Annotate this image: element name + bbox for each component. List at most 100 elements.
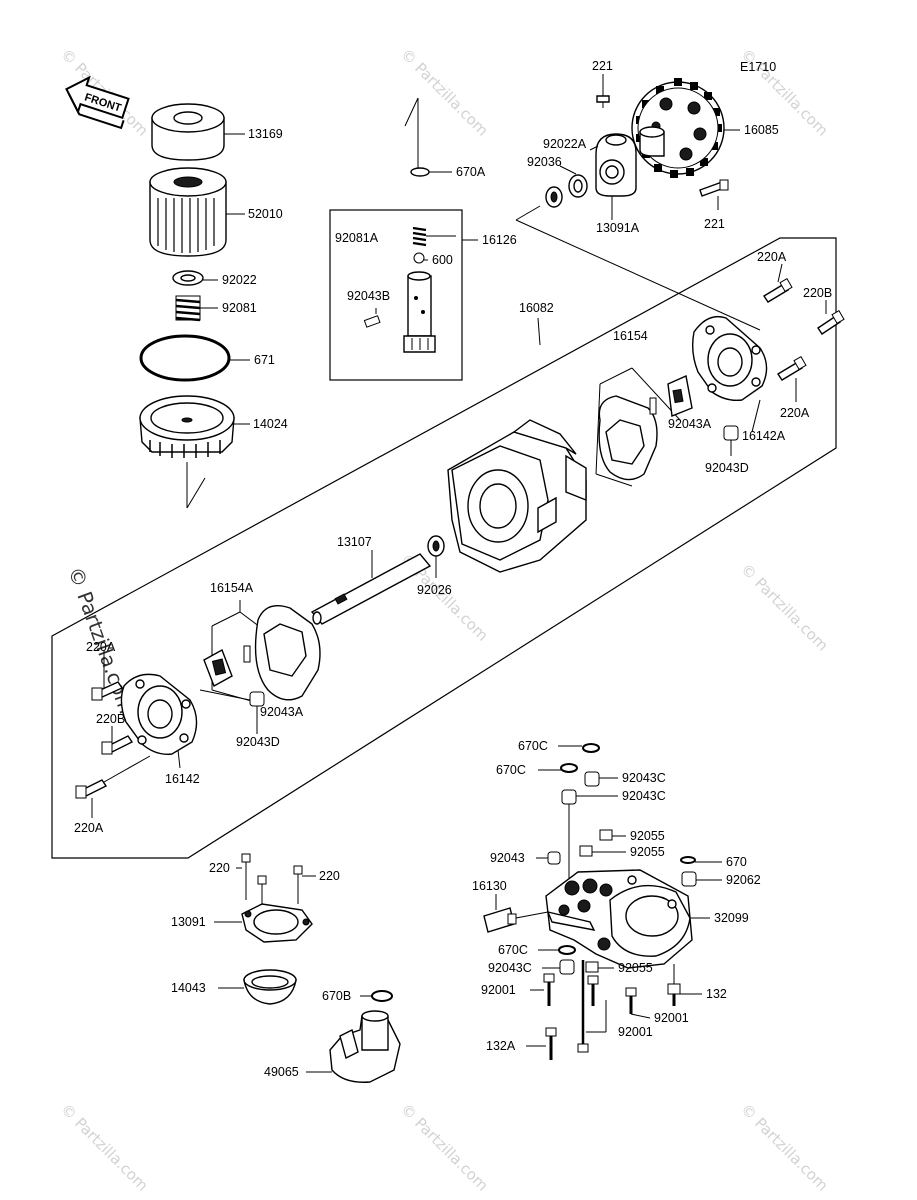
- pipe-49065: [306, 1010, 401, 1083]
- label-92043D-right: 92043D: [705, 461, 749, 475]
- plug-92062: [681, 871, 722, 887]
- label-220A-right-top: 220A: [757, 250, 787, 264]
- diagram-code: E1710: [740, 60, 776, 74]
- bolt-92001-middle: [587, 975, 651, 1019]
- pump-shaft-13107: [310, 550, 432, 625]
- label-13091: 13091: [171, 915, 206, 929]
- o-ring-670C-second: [538, 763, 578, 773]
- label-49065: 49065: [264, 1065, 299, 1079]
- label-92001-3: 92001: [618, 1025, 653, 1039]
- valve-housing-32099: [545, 869, 710, 969]
- gear-plate-13091A: [515, 133, 761, 331]
- o-ring-670C-bottom: [538, 945, 576, 955]
- label-132: 132: [706, 987, 727, 1001]
- label-14024: 14024: [253, 417, 288, 431]
- pump-cover-16142: [120, 673, 198, 769]
- rotor-set-16154: [595, 367, 693, 487]
- watermark-2: © Partzilla.com: [397, 45, 492, 140]
- bolt-92001-long: [577, 960, 607, 1053]
- washer-92026: [427, 535, 445, 578]
- label-16142A: 16142A: [742, 429, 786, 443]
- bolt-132: [667, 964, 702, 1006]
- filter-cover-14024: [139, 395, 250, 509]
- label-92043A-right: 92043A: [668, 417, 712, 431]
- label-220A-left-bottom: 220A: [74, 821, 104, 835]
- label-92022A: 92022A: [543, 137, 587, 151]
- o-ring-670C-top: [558, 743, 600, 753]
- label-670A: 670A: [456, 165, 486, 179]
- label-16154: 16154: [613, 329, 648, 343]
- bolt-220B-left: [101, 726, 134, 755]
- label-221-top: 221: [592, 59, 613, 73]
- dowel-92043C-lower: [561, 789, 618, 890]
- label-220-left: 220: [209, 861, 230, 875]
- label-16142: 16142: [165, 772, 200, 786]
- label-132A: 132A: [486, 1039, 516, 1053]
- bolt-220A-right-top: [763, 263, 793, 303]
- label-92081A: 92081A: [335, 231, 379, 245]
- bolt-220B-right: [817, 300, 845, 335]
- label-92043C-2: 92043C: [622, 789, 666, 803]
- label-13091A: 13091A: [596, 221, 640, 235]
- plug-92055-upper: [599, 829, 626, 841]
- spring-92081: [175, 295, 218, 322]
- strainer-bolts-220: [236, 853, 316, 904]
- bolt-220A-left-top: [91, 650, 124, 701]
- label-92026: 92026: [417, 583, 452, 597]
- valve-16130: [483, 894, 549, 933]
- label-92001-2: 92001: [654, 1011, 689, 1025]
- bolt-221-lower: [699, 179, 729, 210]
- label-92055-2: 92055: [630, 845, 665, 859]
- plug-92055-bottom: [585, 961, 614, 973]
- oil-filter-element-52010: [149, 167, 245, 257]
- label-220B-right: 220B: [803, 286, 832, 300]
- label-92081: 92081: [222, 301, 257, 315]
- label-92036: 92036: [527, 155, 562, 169]
- label-92043C-1: 92043C: [622, 771, 666, 785]
- plug-92043: [536, 851, 561, 865]
- label-670C-3: 670C: [498, 943, 528, 957]
- label-16130: 16130: [472, 879, 507, 893]
- label-92043D-left: 92043D: [236, 735, 280, 749]
- label-220-right: 220: [319, 869, 340, 883]
- watermark-5: © Partzilla.com: [737, 560, 832, 655]
- pump-assy-frame-16082: [51, 237, 837, 859]
- dowel-92043C-bottom: [542, 959, 575, 975]
- label-220A-right-bottom: 220A: [780, 406, 810, 420]
- strainer-plate-13091: [214, 903, 313, 943]
- label-52010: 52010: [248, 207, 283, 221]
- watermark-8: © Partzilla.com: [737, 1100, 832, 1195]
- label-13169: 13169: [248, 127, 283, 141]
- rotor-set-16154A: [203, 600, 321, 705]
- label-92055-1: 92055: [630, 829, 665, 843]
- label-670B: 670B: [322, 989, 351, 1003]
- oil-filter-cap-13169: [151, 103, 245, 161]
- relief-valve-group-16126: [329, 97, 478, 381]
- pump-body: [447, 419, 587, 573]
- dowel-92043D-left: [199, 689, 265, 734]
- label-92043A-left: 92043A: [260, 705, 304, 719]
- bolt-132A: [526, 1027, 557, 1060]
- label-220A-left-top: 220A: [86, 640, 116, 654]
- front-arrow-badge: FRONT: [65, 75, 130, 130]
- label-14043: 14043: [171, 981, 206, 995]
- bolt-220A-right-bottom: [777, 355, 807, 402]
- label-671: 671: [254, 353, 275, 367]
- oil-pump-gear-16085: [596, 74, 740, 178]
- label-16082: 16082: [519, 301, 554, 315]
- bolt-92001-left: [530, 973, 555, 1006]
- o-ring-670B: [360, 990, 393, 1002]
- o-ring-671: [139, 334, 250, 382]
- label-221-bottom: 221: [704, 217, 725, 231]
- label-16085: 16085: [744, 123, 779, 137]
- watermark-6: © Partzilla.com: [57, 1100, 152, 1195]
- label-220B-left: 220B: [96, 712, 125, 726]
- label-670C-1: 670C: [518, 739, 548, 753]
- watermark-7: © Partzilla.com: [397, 1100, 492, 1195]
- label-32099: 32099: [714, 911, 749, 925]
- bolt-220A-left-bottom: [75, 755, 151, 818]
- label-92043: 92043: [490, 851, 525, 865]
- label-92001-1: 92001: [481, 983, 516, 997]
- label-92062: 92062: [726, 873, 761, 887]
